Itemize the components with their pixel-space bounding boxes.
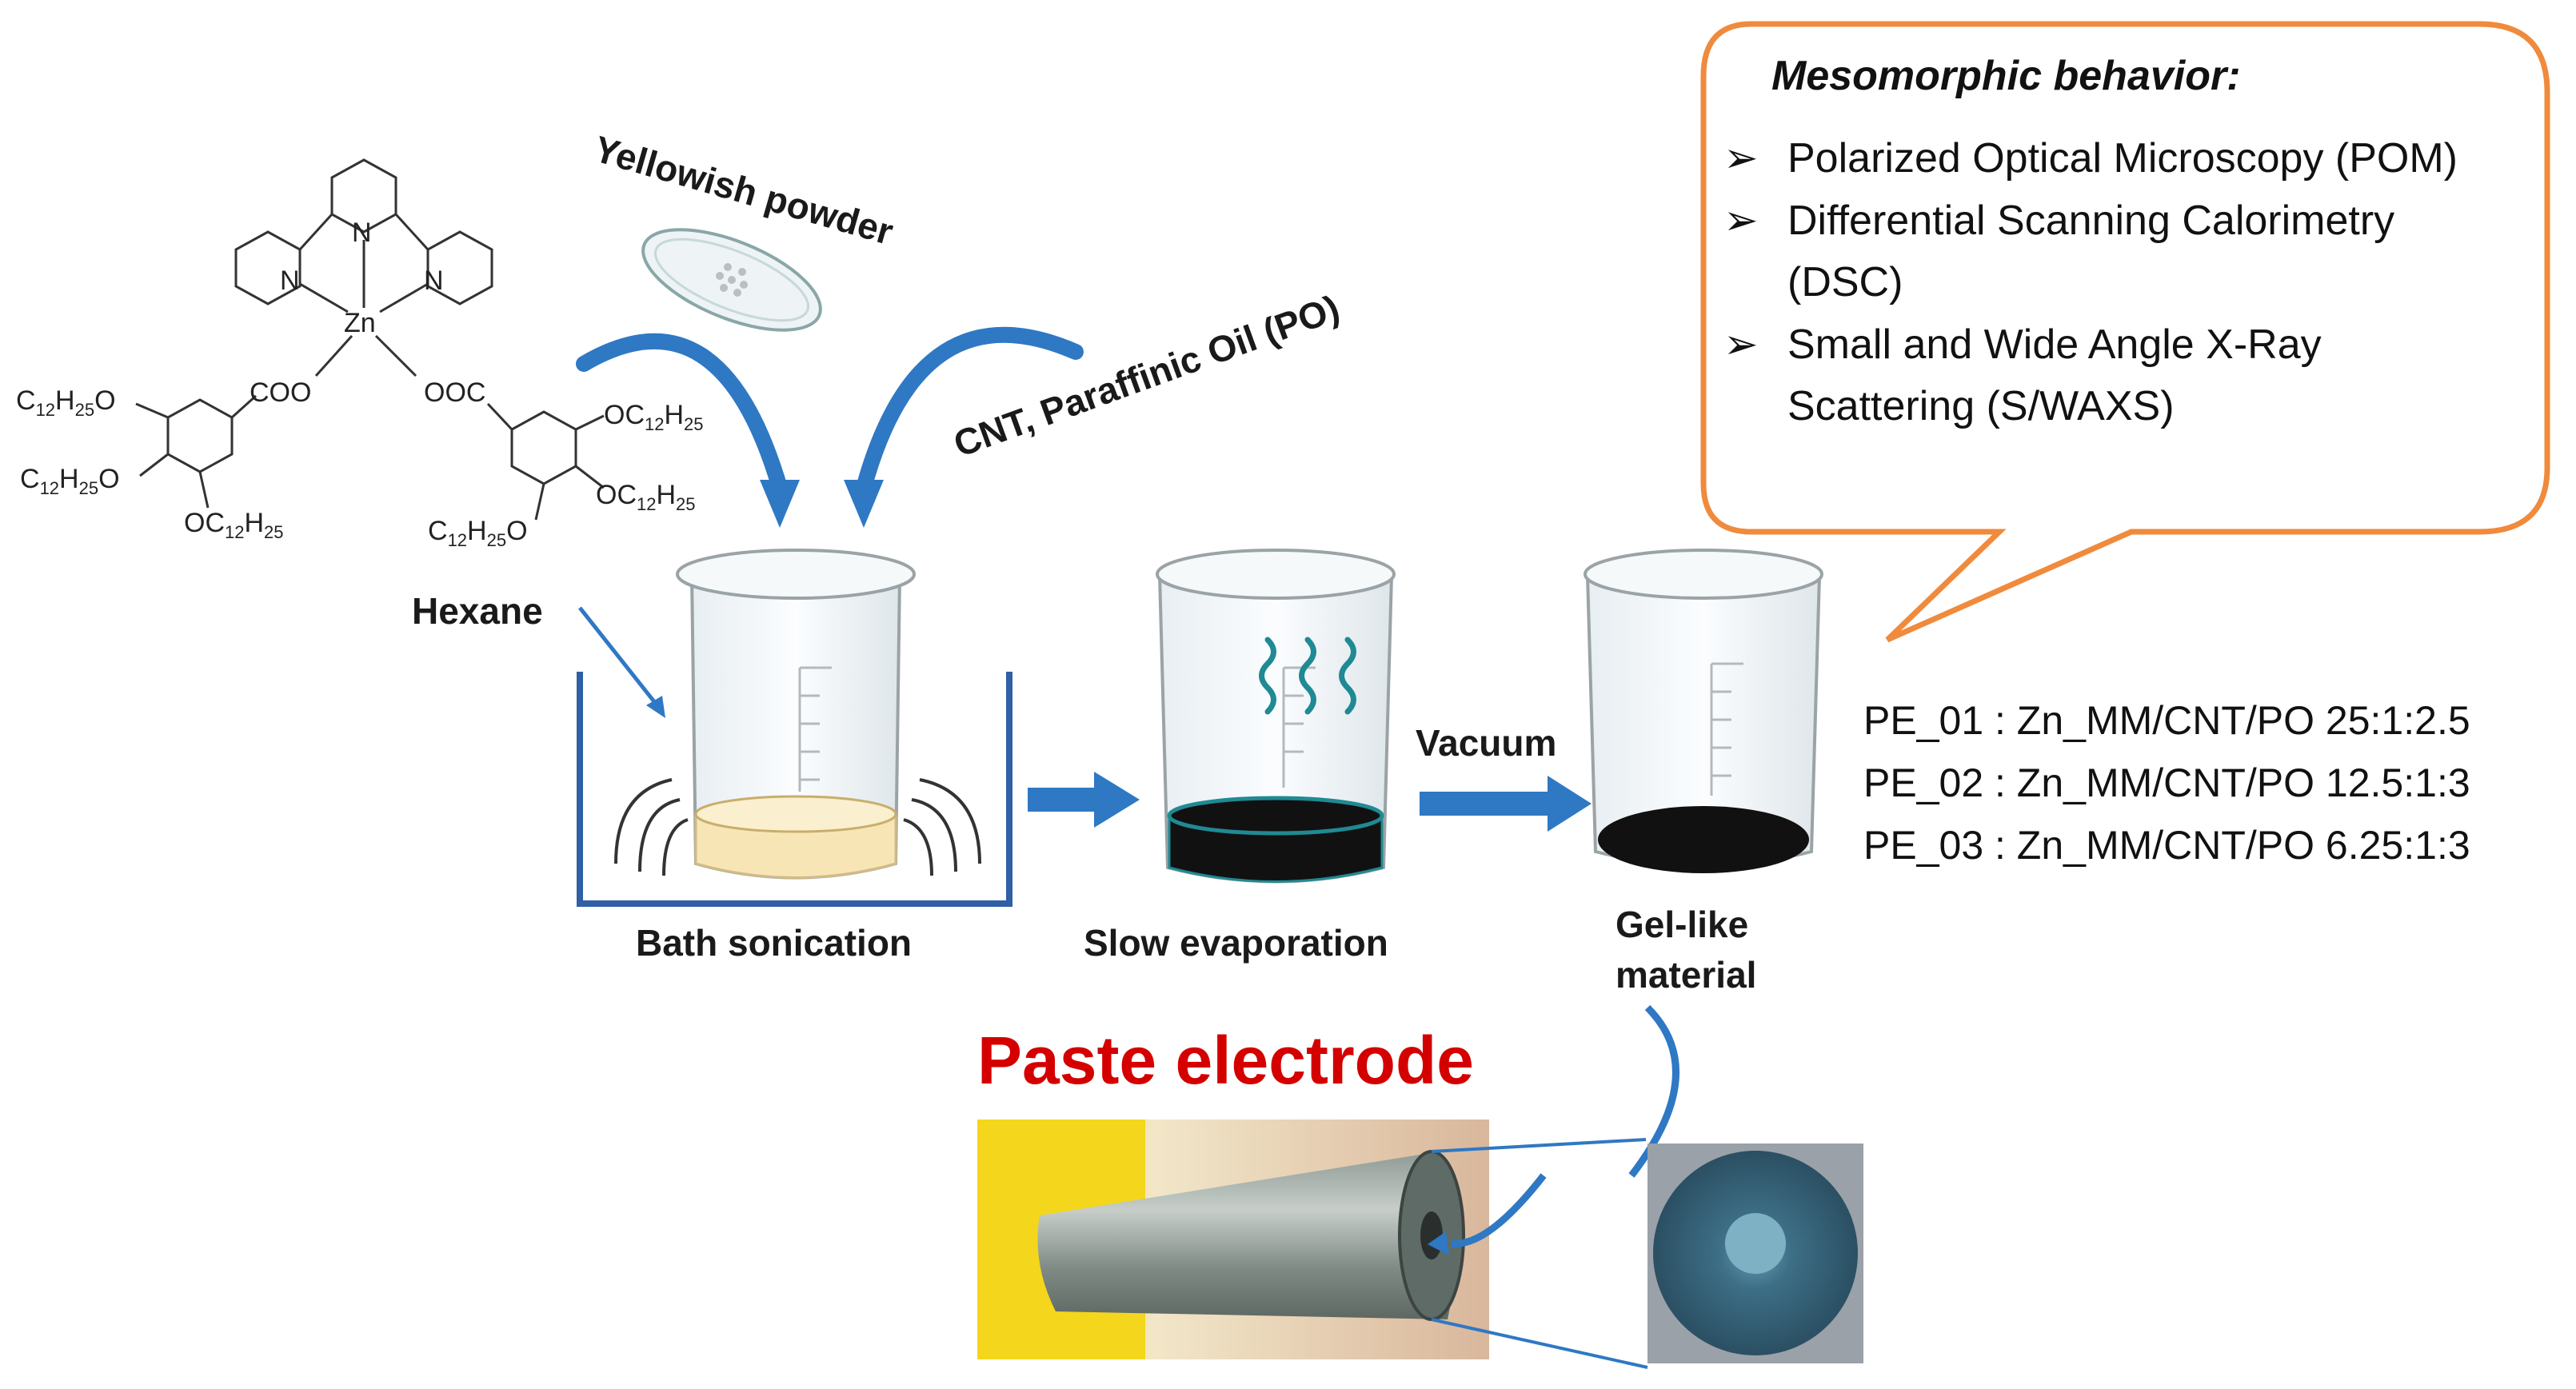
bubble-item-3-cont: Scattering (S/WAXS) — [1787, 383, 2175, 429]
gel-label-line1: Gel-like — [1615, 904, 1748, 945]
sonication-bath — [577, 672, 1012, 907]
beaker-gel — [1584, 549, 1823, 873]
bubble-item-2-cont: (DSC) — [1787, 259, 1903, 305]
alkoxy-right-3: C12H25O — [428, 516, 528, 550]
hexane-arrow — [578, 606, 665, 718]
arrow-to-evaporation — [1028, 772, 1140, 828]
n-atom-left: N — [280, 265, 300, 296]
zn-atom: Zn — [344, 308, 376, 338]
beaker-sonication — [676, 549, 916, 880]
hexane-label: Hexane — [412, 590, 543, 632]
zn-complex-structure — [135, 158, 605, 521]
watch-glass — [641, 228, 822, 332]
composition-pe02: PE_02 : Zn_MM/CNT/PO 12.5:1:3 — [1863, 760, 2470, 805]
bubble-item-3: Small and Wide Angle X-Ray — [1787, 321, 2322, 368]
benzoate-ring-right — [510, 410, 577, 485]
bubble-list: ➢ Polarized Optical Microscopy (POM) ➢ D… — [1723, 135, 2458, 429]
powder-label: Yellowish powder — [589, 128, 897, 253]
n-atom-center: N — [352, 218, 372, 248]
bubble-title: Mesomorphic behavior: — [1771, 53, 2241, 99]
alkoxy-right-1: OC12H25 — [604, 400, 704, 434]
additives-label: CNT, Paraffinic Oil (PO) — [949, 287, 1345, 465]
arrow-to-gel — [1420, 776, 1592, 832]
zoom-lines — [1431, 1138, 1648, 1369]
alkoxy-left-3: OC12H25 — [184, 508, 284, 542]
bubble-item-2: Differential Scanning Calorimetry — [1787, 198, 2394, 244]
alkoxy-left-2: C12H25O — [20, 464, 120, 498]
benzoate-ring-left — [166, 398, 234, 473]
composition-pe01: PE_01 : Zn_MM/CNT/PO 25:1:2.5 — [1863, 698, 2470, 743]
composition-pe03: PE_03 : Zn_MM/CNT/PO 6.25:1:3 — [1863, 823, 2470, 868]
electrode-photo — [977, 1120, 1547, 1359]
bullet-arrow-icon: ➢ — [1723, 198, 1759, 244]
pyridine-ring-center — [330, 158, 397, 233]
curved-arrow-powder — [576, 333, 788, 496]
evaporation-label: Slow evaporation — [1084, 922, 1388, 964]
electrode-tip-photo — [1647, 1144, 1863, 1363]
sonication-label: Bath sonication — [636, 922, 912, 964]
zn-complex-labels: N N N Zn COO OOC C12H25O C12H25O OC12H25… — [16, 218, 704, 550]
mesomorphic-callout — [1700, 21, 2550, 643]
vapor-icon — [1259, 637, 1356, 715]
gel-label-line2: material — [1615, 954, 1756, 996]
paste-electrode-title: Paste electrode — [977, 1023, 1474, 1098]
alkoxy-right-2: OC12H25 — [596, 480, 696, 514]
coo-right-label: OOC — [424, 377, 485, 408]
vacuum-label: Vacuum — [1416, 722, 1556, 764]
coo-left-label: COO — [250, 377, 311, 408]
bullet-arrow-icon: ➢ — [1723, 321, 1759, 368]
n-atom-right: N — [424, 265, 444, 296]
beaker-evaporation — [1156, 549, 1396, 884]
composition-list: PE_01 : Zn_MM/CNT/PO 25:1:2.5 PE_02 : Zn… — [1863, 698, 2470, 868]
input-arrows — [576, 326, 1084, 528]
bubble-item-1: Polarized Optical Microscopy (POM) — [1787, 135, 2458, 182]
alkoxy-left-1: C12H25O — [16, 385, 116, 420]
bullet-arrow-icon: ➢ — [1723, 135, 1759, 182]
curved-arrow-additives — [856, 326, 1084, 496]
